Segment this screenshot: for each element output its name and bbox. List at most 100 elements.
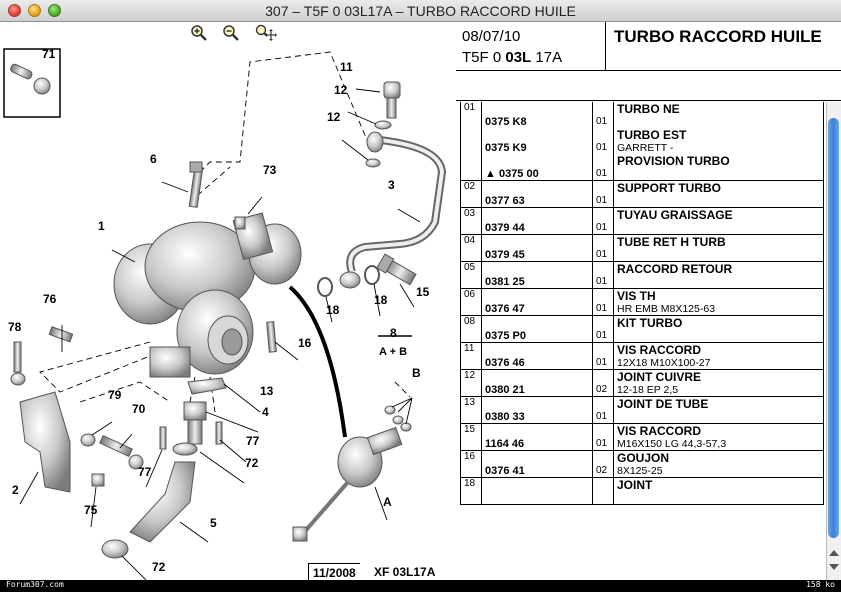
file-size: 158 ko (806, 580, 835, 589)
status-bar: Forum307.com 158 ko (0, 580, 841, 592)
part-spec (617, 195, 820, 207)
part-quantity: 02 (596, 465, 608, 476)
banjo-bolt-15 (376, 253, 417, 286)
part-description: JOINT DE TUBE (617, 397, 709, 411)
part-spec: M16X150 LG 44,3-57,3 (617, 438, 727, 450)
zoom-in-icon[interactable] (190, 24, 208, 42)
part-spec (617, 249, 820, 261)
callout-6: 6 (150, 152, 157, 166)
minimize-window-button[interactable] (28, 4, 41, 17)
description-cell: TUYAU GRAISSAGE (613, 207, 824, 235)
callout-18-left: 18 (326, 303, 340, 317)
quantity-cell: 01 (592, 315, 614, 343)
oil-feed-pipe-3 (339, 131, 447, 289)
callout-1: 1 (98, 219, 105, 233)
description-cell: KIT TURBO (613, 315, 824, 343)
part-quantity: 01 (596, 222, 608, 233)
reference-cell: 0380 33 (481, 396, 593, 424)
zoom-out-icon[interactable] (222, 24, 240, 42)
part-reference[interactable]: 0375 P0 (485, 330, 526, 342)
quantity-cell: 01 (592, 207, 614, 235)
part-description: VIS RACCORD (617, 343, 702, 357)
catalogue-code: T5F 0 03L 17A (462, 49, 562, 66)
callout-72-bottom: 72 (152, 560, 166, 574)
scrollbar-thumb[interactable] (828, 118, 839, 538)
part-reference[interactable]: 0376 47 (485, 303, 525, 315)
part-reference[interactable]: 0380 33 (485, 411, 525, 423)
part-reference[interactable]: 0379 44 (485, 222, 525, 234)
part-reference[interactable]: 0375 K9 (485, 142, 527, 154)
part-quantity: 01 (596, 411, 608, 422)
quantity-cell: 01 (592, 342, 614, 370)
part-description: VIS TH (617, 289, 656, 303)
part-spec (617, 411, 820, 423)
zoom-pan-icon[interactable] (255, 24, 277, 42)
part-reference[interactable]: 0377 63 (485, 195, 525, 207)
part-quantity: 01 (596, 195, 608, 206)
part-description: JOINT CUIVRE (617, 370, 702, 384)
part-reference[interactable]: 1164 46 (485, 438, 525, 450)
rep-cell: 01 (460, 102, 482, 128)
part-description: TUBE RET H TURB (617, 235, 726, 249)
description-cell: TUBE RET H TURB (613, 234, 824, 262)
header-rule (456, 70, 841, 71)
rep-cell: 02 (460, 180, 482, 208)
zoom-toolbar (190, 24, 283, 44)
part-description: VIS RACCORD (617, 424, 702, 438)
reference-cell: 0376 46 (481, 342, 593, 370)
drawing-date: 11/2008 (308, 563, 360, 582)
callout-70: 70 (132, 402, 146, 416)
callout-3: 3 (388, 178, 395, 192)
part-reference[interactable]: 0380 21 (485, 384, 525, 396)
reference-cell: 0381 25 (481, 261, 593, 289)
quantity-cell: 01 (592, 154, 614, 181)
stud-78 (13, 341, 22, 373)
part-reference[interactable]: 0375 00 (498, 168, 539, 180)
plug-73 (234, 216, 246, 230)
part-reference[interactable]: 0375 K8 (485, 116, 527, 128)
part-description: JOINT (617, 478, 653, 492)
washer-12-bottom (365, 158, 381, 168)
bracket-2 (19, 391, 71, 493)
rep-cell (460, 154, 482, 181)
turbocharger-body (113, 221, 256, 378)
washer-18-left (317, 277, 333, 297)
scroll-down-arrow-icon[interactable] (829, 564, 839, 570)
part-description: TURBO EST (617, 128, 687, 142)
scroll-up-arrow-icon[interactable] (829, 550, 839, 556)
description-cell: JOINT DE TUBE (613, 396, 824, 424)
close-window-button[interactable] (8, 4, 21, 17)
part-reference[interactable]: 0379 45 (485, 249, 525, 261)
rep-number: 18 (464, 478, 476, 489)
rep-cell (460, 128, 482, 154)
zoom-window-button[interactable] (48, 4, 61, 17)
stud-16 (266, 321, 277, 353)
part-reference[interactable]: 0376 46 (485, 357, 525, 369)
part-reference[interactable]: 0376 41 (485, 465, 525, 477)
callout-18-right: 18 (374, 293, 388, 307)
table-row[interactable]: 18 JOINT (460, 477, 824, 505)
rep-cell: 05 (460, 261, 482, 289)
part-reference[interactable]: 0381 25 (485, 276, 525, 288)
quantity-cell: 01 (592, 102, 614, 128)
description-cell: PROVISION TURBO (613, 154, 824, 181)
reference-cell: 0376 47 (481, 288, 593, 316)
parts-scrollbar[interactable] (826, 102, 841, 580)
